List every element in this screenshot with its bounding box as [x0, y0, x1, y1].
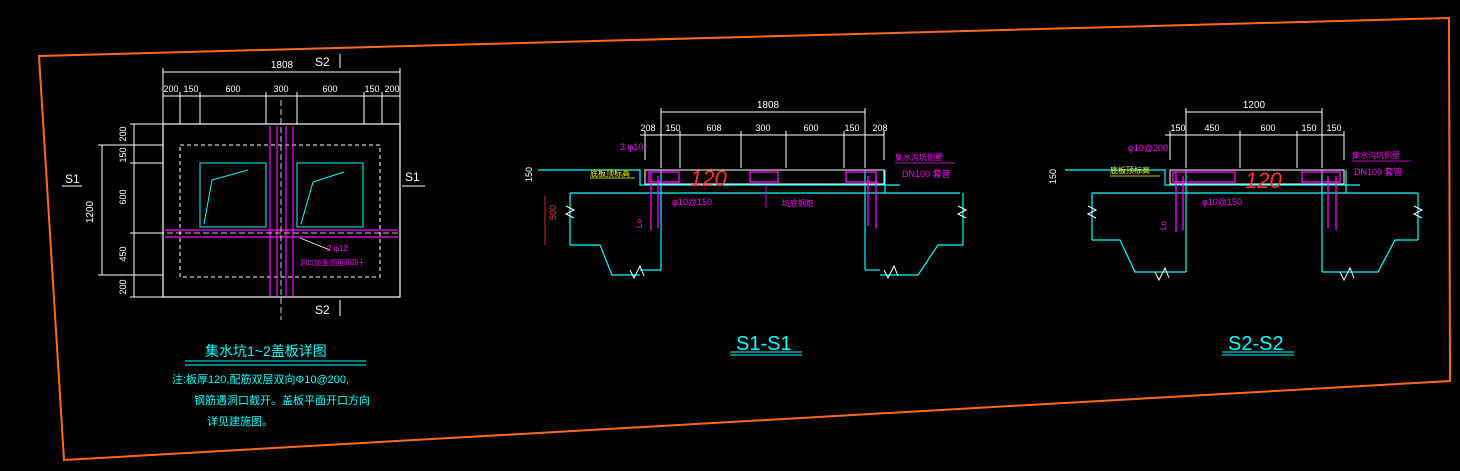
- s2-cover-slab: [1169, 169, 1345, 185]
- s2-structure: [1065, 169, 1419, 273]
- plan-note-line-3: 详见建施图。: [207, 414, 273, 428]
- plan-leader: [299, 237, 331, 251]
- s1-dim-2: 150: [665, 123, 680, 133]
- plan-slab-outline: [162, 123, 401, 298]
- s2-break-left: [1086, 205, 1098, 219]
- plan-top-dim-2: 150: [183, 84, 198, 94]
- s2-elev-label: 底板顶标高: [1110, 165, 1150, 175]
- section-mark-s2-bottom: S2: [315, 303, 330, 317]
- plan-top-dim-4: 300: [273, 84, 288, 94]
- plan-note-line-1: 注:板厚120,配筋双层双向Φ10@200,: [172, 372, 349, 386]
- plan-title: 集水坑1~2盖板详图: [205, 343, 327, 359]
- s1-big-digits: 120: [690, 166, 727, 191]
- s1-dim-5: 600: [803, 123, 818, 133]
- plan-view: 1808 200 150 600 300 600 150 200 1200 20…: [62, 54, 425, 320]
- s2-overall-dim: 1200: [1243, 100, 1266, 111]
- s1-dim-150: 150: [524, 167, 534, 182]
- s1-center-note: 坑底钢筋: [782, 198, 814, 208]
- plan-overall-left: 1200: [85, 200, 96, 223]
- s1-ground-break-right: [883, 264, 899, 280]
- s1-ground-break-left: [629, 264, 645, 280]
- plan-hole-note: 洞口加强 图层四四十: [300, 258, 365, 267]
- plan-opening-right: [296, 162, 364, 228]
- s2-break-right: [1412, 205, 1424, 219]
- s1-dimension-lines: [640, 108, 885, 168]
- s2-dim-4: 150: [1301, 123, 1316, 133]
- s2-ground-break-left: [1154, 266, 1170, 282]
- s2-dim-1: 150: [1170, 123, 1185, 133]
- s2-rebar-mid: φ10@150: [1202, 197, 1242, 207]
- plan-center-lines: [140, 100, 400, 320]
- plan-rebar: [165, 126, 398, 296]
- s1-pipe-note: 集水沟坑侧壁: [895, 152, 943, 162]
- plan-left-dimensions: [98, 123, 163, 298]
- s1-lo: Lo: [635, 219, 644, 228]
- s2-dim-2: 450: [1204, 123, 1219, 133]
- s2-rebar-top-note: φ10@200: [1128, 143, 1168, 153]
- s2-title: S2-S2: [1228, 333, 1284, 355]
- s1-cover-slab: [644, 169, 885, 185]
- s1-break-left: [564, 205, 576, 219]
- plan-top-dim-1: 200: [163, 84, 178, 94]
- s1-structure: [538, 169, 964, 276]
- s1-rebar-top-note: 3 φ10: [620, 142, 643, 152]
- section-mark-s1-right: S1: [405, 170, 420, 184]
- plan-overall-top: 1808: [271, 60, 294, 71]
- s2-dim-5: 150: [1326, 123, 1341, 133]
- section-s1: 1808 208 150 608 300 600 150 208: [524, 100, 968, 356]
- s1-title: S1-S1: [736, 333, 792, 355]
- s1-dim-1: 208: [640, 123, 655, 133]
- plan-top-dim-7: 200: [384, 84, 399, 94]
- s1-dn-note: DN100 套管: [902, 168, 951, 179]
- plan-top-dim-3: 600: [225, 84, 240, 94]
- s1-elev-label: 底板顶标高: [590, 168, 630, 178]
- s1-dim-6: 150: [844, 123, 859, 133]
- plan-rebar-note: 2 φ12: [327, 244, 348, 253]
- s1-dim-500: 500: [548, 205, 558, 220]
- s2-dn-note: DN100 套管: [1354, 166, 1403, 177]
- s1-rebar: [648, 171, 877, 230]
- s2-big-digits: 120: [1245, 168, 1282, 193]
- s2-dim-3: 600: [1260, 123, 1275, 133]
- plan-opening-left: [199, 162, 267, 228]
- s1-overall-dim: 1808: [757, 100, 780, 111]
- plan-left-dim-5: 200: [118, 279, 128, 294]
- section-mark-s1-left: S1: [65, 172, 80, 186]
- s2-rebar: [1172, 171, 1341, 232]
- s2-ground-break-right: [1339, 266, 1355, 282]
- s1-dim-4: 300: [755, 123, 770, 133]
- plan-top-dim-5: 600: [322, 84, 337, 94]
- drawing-frame: [37, 16, 1452, 462]
- s1-rebar-mid: φ10@150: [672, 197, 712, 207]
- plan-left-dim-4: 450: [118, 246, 128, 261]
- s1-break-right: [956, 205, 968, 219]
- plan-top-dimensions: [162, 68, 401, 124]
- s2-dim-150: 150: [1048, 169, 1058, 184]
- plan-left-dim-2: 150: [118, 147, 128, 162]
- section-mark-s2-top: S2: [315, 55, 330, 69]
- s2-dimension-lines: [1165, 108, 1345, 168]
- s1-dim-3: 608: [706, 123, 721, 133]
- s2-pipe-note: 集水沟坑侧壁: [1352, 150, 1400, 160]
- plan-pit-dashed: [179, 144, 381, 278]
- plan-opening-left-hatch: [203, 169, 249, 225]
- plan-left-dim-1: 200: [118, 126, 128, 141]
- plan-opening-right-hatch: [300, 171, 345, 225]
- section-s2: 1200 150 450 600 150 150: [1048, 100, 1424, 356]
- plan-top-dim-6: 150: [364, 84, 379, 94]
- s2-lo: Lo: [1159, 221, 1168, 230]
- s1-dim-7: 208: [872, 123, 887, 133]
- plan-note-line-2: 钢筋遇洞口截开。盖板平面开口方向: [194, 393, 370, 407]
- plan-left-dim-3: 600: [118, 189, 128, 204]
